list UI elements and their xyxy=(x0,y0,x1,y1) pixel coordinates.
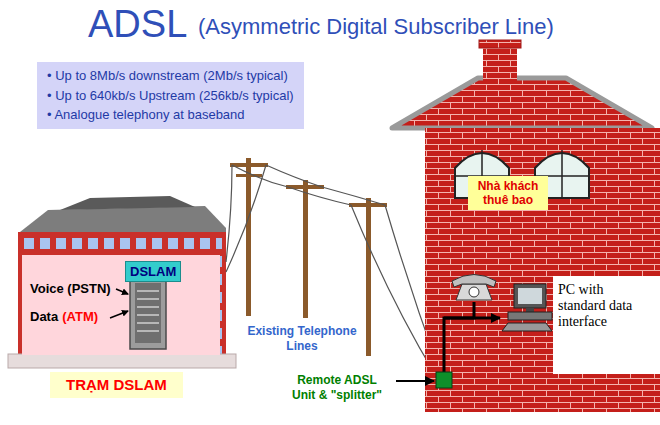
feature-box-text: • Analogue telephony at baseband xyxy=(47,105,294,125)
subscriber-house-part xyxy=(425,128,660,412)
telephone-wires-part xyxy=(266,165,322,187)
subscriber-house-part xyxy=(479,40,521,48)
telephone-wires-part xyxy=(232,165,288,187)
leader-arrow-part xyxy=(396,380,434,382)
feature-box-text: • Up to 8Mb/s downstream (2Mb/s typical) xyxy=(47,66,294,86)
telephone-wires-part xyxy=(288,187,351,205)
house-wiring-part xyxy=(444,317,500,320)
exchange-building-part xyxy=(20,206,226,236)
lines-label-anchor: Existing Telephone Lines xyxy=(244,324,360,354)
dslam-rack-part xyxy=(135,283,161,343)
pc-label-anchor: PC with standard data interface xyxy=(558,282,652,330)
splitter-callout-text: Remote ADSL Unit & "splitter" xyxy=(285,373,389,403)
title-anchor: ADSL xyxy=(88,2,187,46)
telephone-wires-part xyxy=(226,165,266,272)
subtitle-anchor: (Asymmetric Digital Subscriber Line) xyxy=(198,14,554,40)
splitter-callout: Remote ADSL Unit & "splitter" xyxy=(282,370,392,406)
computer-icon-part xyxy=(508,312,552,320)
telephone-wires xyxy=(226,165,440,376)
splitter-unit xyxy=(436,372,452,388)
telephone-poles-part xyxy=(246,158,251,316)
title: ADSL xyxy=(88,2,187,46)
dslam-tag-text: DSLAM xyxy=(130,264,176,279)
telephone-poles-part xyxy=(303,180,308,318)
exchange-panel-text: Voice (PSTN) xyxy=(30,281,220,297)
telephone-poles-part xyxy=(236,174,262,177)
station-tag: TRẠM DSLAM xyxy=(50,372,183,398)
telephone-wires-part xyxy=(226,165,232,262)
telephone-poles-part xyxy=(366,198,371,356)
exchange-building-part xyxy=(8,354,236,368)
exchange-building-part xyxy=(18,232,226,356)
splitter-unit-part xyxy=(436,372,452,388)
computer-icon-part xyxy=(514,284,546,308)
telephone-wires-part xyxy=(351,205,436,376)
telephone-icon-part xyxy=(456,284,492,300)
white-patch-part xyxy=(553,276,660,374)
subscriber-house-part xyxy=(392,78,652,128)
house-wiring xyxy=(444,302,500,372)
dslam-tag: DSLAM xyxy=(125,261,181,282)
dslam-rack xyxy=(22,255,220,355)
leader-arrow xyxy=(396,381,434,382)
telephone-icon-part xyxy=(452,275,496,288)
exchange-building-part xyxy=(60,196,195,210)
lines-label: Existing Telephone Lines xyxy=(244,324,360,354)
house-wiring-part xyxy=(444,302,474,372)
subscriber-tag: Nhà khách thuê bao xyxy=(468,176,548,210)
feature-box: • Up to 8Mb/s downstream (2Mb/s typical)… xyxy=(37,62,304,129)
subscriber-house xyxy=(392,40,660,412)
computer-icon-part xyxy=(518,288,542,304)
exchange-building-part xyxy=(22,238,222,354)
dslam-rack-part xyxy=(110,311,128,318)
telephone-icon-part xyxy=(469,287,479,297)
exchange-panel-text: Data xyxy=(30,309,58,325)
exchange-panel-text: (ATM) xyxy=(62,309,98,325)
subscriber-tag-text: Nhà khách thuê bao xyxy=(472,179,544,207)
dslam-rack-part xyxy=(137,291,159,331)
telephone-wires-part xyxy=(322,187,385,205)
white-patch xyxy=(553,276,660,374)
telephone-poles xyxy=(230,158,387,356)
pc-label: PC with standard data interface xyxy=(558,282,652,330)
feature-box-text: • Up to 640kb/s Upstream (256kb/s typica… xyxy=(47,86,294,106)
dslam-rack-part xyxy=(116,289,128,294)
subtitle: (Asymmetric Digital Subscriber Line) xyxy=(198,14,554,40)
exchange-building xyxy=(8,196,236,368)
computer-icon-part xyxy=(526,308,534,312)
subscriber-house-part xyxy=(483,44,517,84)
telephone-icon xyxy=(452,275,496,301)
station-tag-text: TRẠM DSLAM xyxy=(66,376,167,394)
computer-icon xyxy=(502,284,552,331)
exchange-panel: Voice (PSTN) Data(ATM) DSLAM xyxy=(22,255,220,355)
computer-icon-part xyxy=(502,323,552,331)
